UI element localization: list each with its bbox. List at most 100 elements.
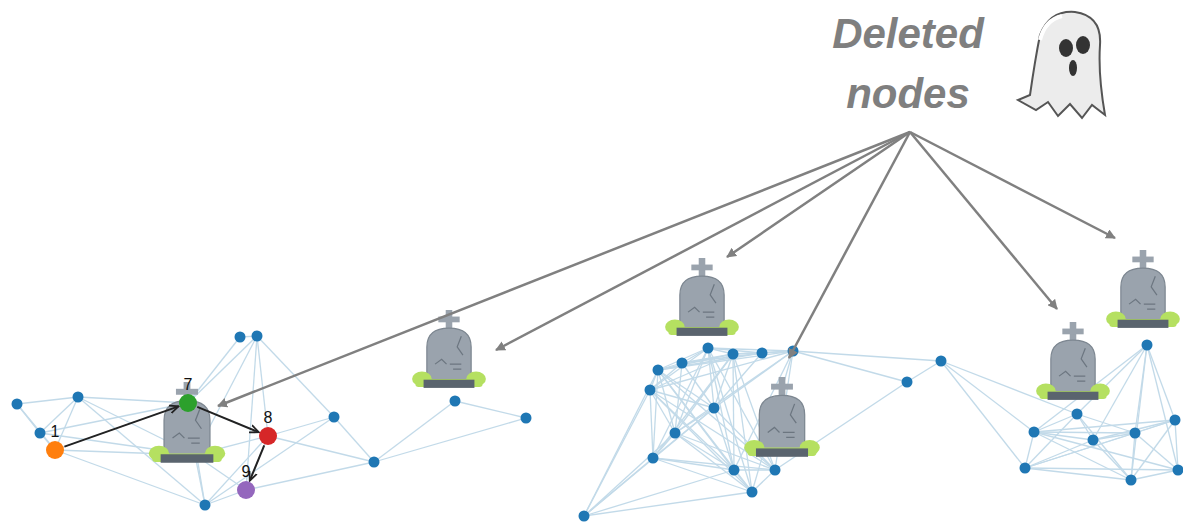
graph-node [1029, 427, 1040, 438]
graph-edge [17, 397, 78, 404]
node-number: 8 [253, 409, 283, 427]
graph-edge [584, 492, 752, 516]
graph-node [235, 332, 246, 343]
graph-edge [907, 361, 941, 382]
graph-edge [455, 401, 526, 418]
graph-node [1072, 409, 1083, 420]
graph-node: 1 [40, 423, 70, 459]
pointer-arrows [218, 132, 1115, 406]
path-arrow [197, 407, 259, 432]
graph-edge [268, 417, 334, 436]
graph-node [648, 453, 659, 464]
graph-edge [1175, 420, 1178, 470]
graph-node [252, 331, 263, 342]
graph-node [1088, 435, 1099, 446]
tombstone [744, 377, 820, 457]
graph-edge [653, 458, 734, 470]
graph-node [1173, 465, 1183, 476]
title-text: Deleted nodes [808, 4, 1008, 124]
node-number: 9 [231, 463, 261, 481]
graph-edge [78, 397, 188, 403]
graph-node [677, 358, 688, 369]
graph-node [709, 403, 720, 414]
graph-node [1142, 340, 1153, 351]
tombstone [412, 310, 486, 388]
graph-edge [708, 348, 793, 351]
graph-edge [1034, 432, 1178, 470]
graph-edge [1147, 345, 1175, 420]
graph-edge [793, 351, 907, 382]
graph-edge [1093, 440, 1131, 480]
graph-node [703, 343, 714, 354]
graph-node [521, 413, 532, 424]
graph-edge [584, 470, 734, 516]
graph-edge [650, 390, 653, 458]
graph-node [12, 399, 23, 410]
graph-edge [793, 351, 941, 361]
graph-edge [1131, 470, 1178, 480]
graph-edge [334, 417, 374, 462]
path-arrow [250, 445, 264, 480]
graph-node [670, 428, 681, 439]
graph-edge [675, 408, 714, 433]
node-circle [179, 394, 197, 412]
graph-edge [658, 351, 793, 370]
graph-node [1020, 463, 1031, 474]
graph-node [757, 348, 768, 359]
graph-node [35, 428, 46, 439]
graph-node [729, 465, 740, 476]
graph-node: 9 [231, 463, 261, 499]
graph-node [653, 365, 664, 376]
graph-edge [1025, 440, 1093, 468]
graph-node [73, 392, 84, 403]
node-number: 1 [40, 423, 70, 441]
graph-node [1130, 428, 1141, 439]
graph-node [200, 500, 211, 511]
graph-edge [1025, 468, 1178, 470]
graph-node [728, 349, 739, 360]
graph-edge [374, 418, 526, 462]
node-circle [46, 441, 64, 459]
graph-node [1126, 475, 1137, 486]
graph-edge [650, 390, 752, 492]
graph-edge [584, 433, 675, 516]
node-number: 7 [173, 376, 203, 394]
graph-edge [733, 354, 734, 470]
graph-edge [653, 408, 714, 458]
path-arrow [64, 406, 178, 446]
graph-edge [246, 462, 374, 490]
graph-edge [658, 370, 675, 433]
graph-edge [653, 354, 733, 458]
graph-edge [1135, 420, 1175, 433]
graph-node [902, 377, 913, 388]
graph-edge [650, 390, 734, 470]
node-circle [237, 481, 255, 499]
graph-node [645, 385, 656, 396]
tombstone [1036, 322, 1110, 400]
tombstone [149, 382, 226, 463]
graph-node [770, 465, 781, 476]
graph-edge [734, 469, 775, 470]
graph-edge [1131, 433, 1135, 480]
graph-edge [1025, 432, 1034, 468]
graph-edge [268, 436, 374, 462]
graph-edge [714, 408, 734, 470]
graph-edge [584, 390, 650, 516]
ghost-icon [1018, 12, 1105, 118]
graph-node: 7 [173, 376, 203, 412]
graph-edge [584, 370, 658, 516]
graph-edge [650, 390, 775, 470]
graph-edge [1135, 433, 1178, 470]
tombstone [665, 258, 739, 336]
graph-node [450, 396, 461, 407]
graph-node [747, 487, 758, 498]
graph-edge [1025, 420, 1175, 468]
graph-edge [205, 417, 334, 505]
graph-edge [941, 361, 1025, 468]
graph-edge [653, 458, 775, 470]
graph-edge [941, 361, 1034, 432]
graph-node: 8 [253, 409, 283, 445]
node-circle [259, 427, 277, 445]
